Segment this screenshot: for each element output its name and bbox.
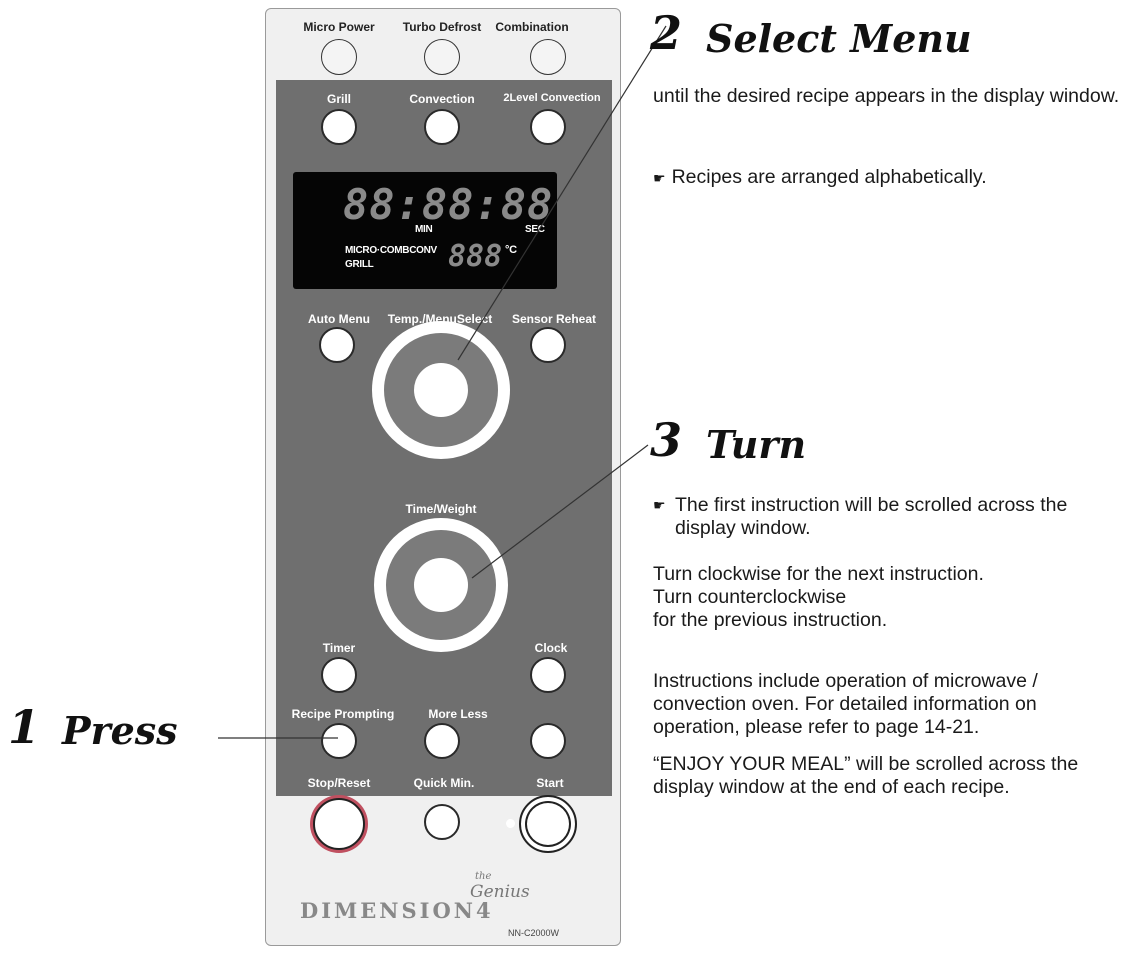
- timer-button[interactable]: [321, 657, 357, 693]
- recipe-prompting-label: Recipe Prompting: [291, 707, 395, 721]
- sensor-reheat-label: Sensor Reheat: [511, 312, 597, 326]
- display-temp-unit: °C: [505, 244, 517, 256]
- pointing-hand-icon: ☛: [653, 497, 666, 513]
- display-temp-digits: 888: [448, 239, 503, 274]
- step2-leader: [457, 25, 667, 361]
- quick-min-button[interactable]: [424, 804, 460, 840]
- more-less-label: More Less: [428, 707, 488, 721]
- step3-leader: [471, 444, 649, 579]
- auto-menu-button[interactable]: [319, 327, 355, 363]
- brand-the: the: [475, 871, 492, 882]
- combination-button[interactable]: [530, 39, 566, 75]
- recipe-prompting-button[interactable]: [321, 723, 357, 759]
- convection-label: Convection: [409, 92, 475, 106]
- two-level-convection-button[interactable]: [530, 109, 566, 145]
- step2-note: ☛Recipes are arranged alphabetically.: [653, 166, 987, 188]
- sensor-reheat-button[interactable]: [530, 327, 566, 363]
- turbo-defrost-label: Turbo Defrost: [402, 20, 482, 34]
- micro-power-label: Micro Power: [303, 20, 375, 34]
- more-less-button[interactable]: [424, 723, 460, 759]
- step1-number: 1: [8, 700, 41, 754]
- start-label: Start: [536, 776, 564, 790]
- step2-text: until the desired recipe appears in the …: [653, 85, 1120, 107]
- step3-paragraph-1: Turn clockwise for the next instruction.…: [653, 563, 984, 631]
- time-weight-label: Time/Weight: [405, 502, 477, 516]
- grill-button[interactable]: [321, 109, 357, 145]
- display-mode-bottom: GRILL: [345, 259, 374, 270]
- step1-title: Press: [62, 708, 178, 753]
- clock-button[interactable]: [530, 657, 566, 693]
- clock-label: Clock: [534, 641, 568, 655]
- brand-logo: DIMENSION4: [300, 898, 494, 923]
- timer-label: Timer: [322, 641, 356, 655]
- model-number: NN-C2000W: [508, 928, 560, 938]
- step3-title: Turn: [706, 422, 807, 467]
- step2-number: 2: [650, 6, 683, 60]
- combination-label: Combination: [495, 20, 569, 34]
- select-dial-hub: [414, 363, 468, 417]
- display-window: 88:88:88 MIN SEC MICRO·COMBCONV GRILL 88…: [293, 172, 557, 289]
- stop-reset-button[interactable]: [313, 798, 365, 850]
- step3-note: ☛The first instruction will be scrolled …: [653, 494, 1068, 539]
- display-min-label: MIN: [415, 224, 433, 235]
- display-sec-label: SEC: [525, 224, 545, 235]
- temp-menu-select-label: Temp./MenuSelect: [387, 312, 493, 326]
- time-weight-dial-hub: [414, 558, 468, 612]
- start-button[interactable]: [519, 795, 577, 853]
- start-indicator-dot: [506, 819, 515, 828]
- pointing-hand-icon: ☛: [653, 170, 666, 186]
- more-button[interactable]: [530, 723, 566, 759]
- step3-paragraph-2: Instructions include operation of microw…: [653, 670, 1038, 738]
- stop-reset-label: Stop/Reset: [307, 776, 371, 790]
- auto-menu-label: Auto Menu: [308, 312, 370, 326]
- convection-button[interactable]: [424, 109, 460, 145]
- turbo-defrost-button[interactable]: [424, 39, 460, 75]
- micro-power-button[interactable]: [321, 39, 357, 75]
- two-level-convection-label: 2Level Convection: [503, 92, 601, 104]
- grill-label: Grill: [326, 92, 352, 106]
- brand-subtitle: Genius: [470, 882, 530, 902]
- step2-title: Select Menu: [706, 16, 972, 61]
- step3-paragraph-3: “ENJOY YOUR MEAL” will be scrolled acros…: [653, 753, 1079, 798]
- display-time-digits: 88:88:88: [343, 180, 554, 229]
- quick-min-label: Quick Min.: [413, 776, 475, 790]
- display-mode-top: MICRO·COMBCONV: [345, 245, 437, 256]
- step3-number: 3: [650, 413, 683, 467]
